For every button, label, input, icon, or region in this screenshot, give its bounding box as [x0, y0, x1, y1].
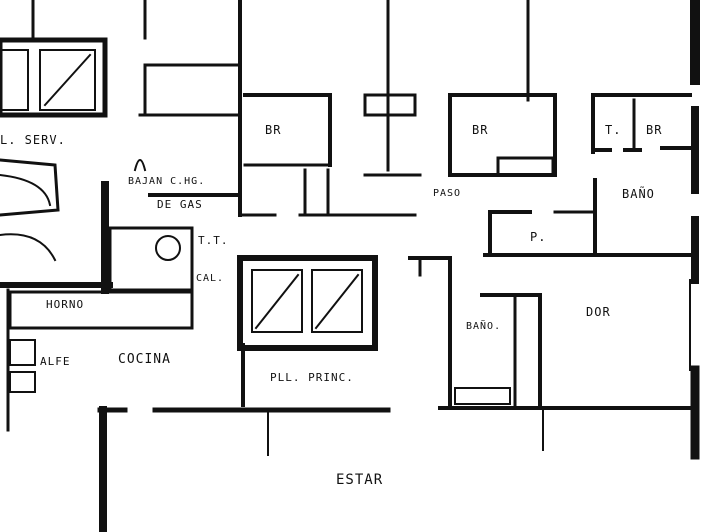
label-estar: ESTAR [336, 472, 384, 488]
label-cocina: COCINA [118, 352, 171, 367]
label-cal: CAL. [196, 273, 225, 284]
label-dor: DOR [586, 305, 611, 319]
walls [0, 0, 700, 532]
label-tt: T.T. [198, 234, 229, 247]
label-paso: PASO [433, 188, 462, 199]
label-l-serv: L. SERV. [0, 133, 66, 147]
label-br-2: BR [472, 123, 489, 137]
label-bano-1: BAÑO [622, 187, 655, 201]
label-br-1: BR [265, 123, 282, 137]
label-br-3: BR [646, 123, 663, 137]
label-horno: HORNO [46, 298, 85, 311]
label-bano-2: BAÑO. [466, 321, 502, 332]
label-p: P. [530, 230, 547, 244]
label-t: T. [605, 123, 622, 137]
label-pll-princ: PLL. PRINC. [270, 371, 354, 384]
label-alfe: ALFE [40, 355, 71, 368]
label-bajada: BAJAN C.HG. [128, 176, 206, 187]
label-de-gas: DE GAS [157, 198, 203, 211]
